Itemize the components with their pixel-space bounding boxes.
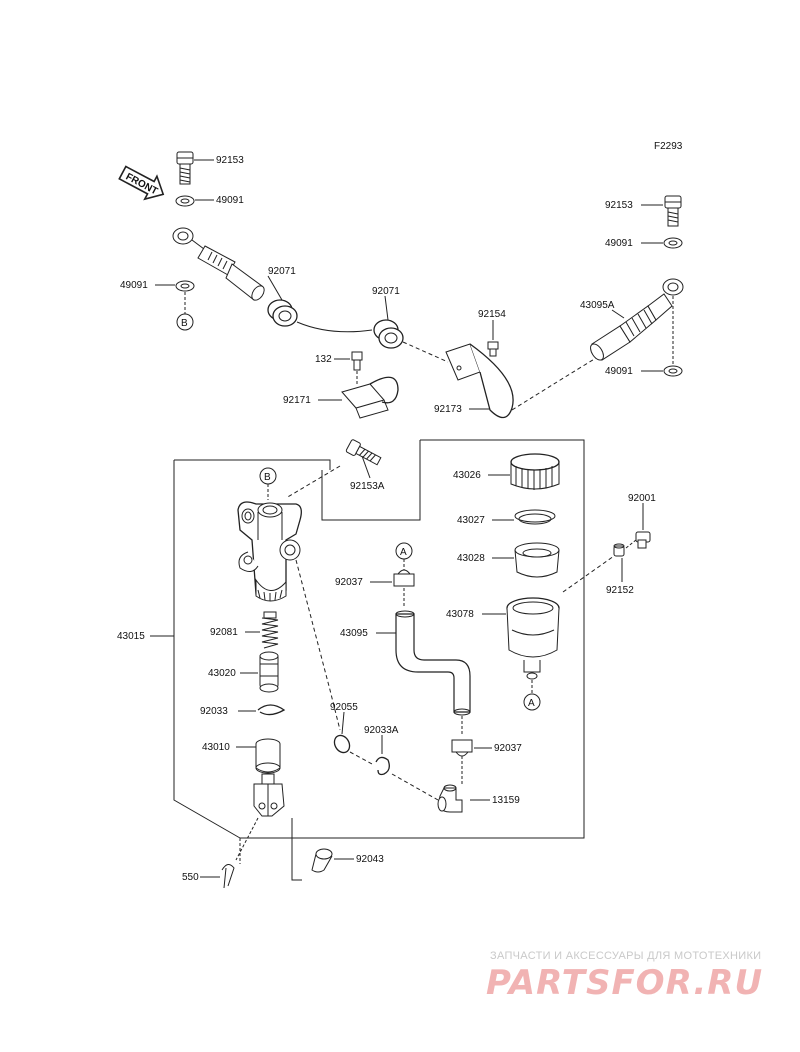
ref-b-label-bottom: B bbox=[264, 472, 271, 483]
label-92037-bottom: 92037 bbox=[494, 743, 522, 754]
elbow-13159 bbox=[437, 784, 463, 813]
watermark-tagline: ЗАПЧАСТИ И АКСЕССУАРЫ ДЛЯ МОТОТЕХНИКИ bbox=[490, 950, 762, 962]
circlip-92033A bbox=[375, 756, 390, 776]
banjo-bolt-right bbox=[664, 195, 682, 227]
label-92033A: 92033A bbox=[364, 725, 399, 736]
diaphragm-43028 bbox=[514, 542, 560, 578]
label-92055: 92055 bbox=[330, 702, 358, 713]
label-43095: 43095 bbox=[340, 628, 368, 639]
ref-b-marker-top bbox=[176, 313, 194, 331]
pin-92043 bbox=[311, 848, 333, 873]
label-92001: 92001 bbox=[628, 493, 656, 504]
master-cylinder-body bbox=[237, 501, 302, 602]
bolt-92153A bbox=[345, 439, 382, 466]
ref-a-label-right: A bbox=[528, 698, 535, 709]
bolt-92001 bbox=[635, 531, 651, 549]
ref-a-marker-right bbox=[523, 693, 541, 711]
label-92081: 92081 bbox=[210, 627, 238, 638]
label-43078: 43078 bbox=[446, 609, 474, 620]
piston-43020 bbox=[259, 651, 279, 693]
label-92153-top: 92153 bbox=[216, 155, 244, 166]
label-49091-right2: 49091 bbox=[605, 366, 633, 377]
label-49091-left: 49091 bbox=[120, 280, 148, 291]
label-132: 132 bbox=[315, 354, 332, 365]
hose-clip-92037-bottom bbox=[451, 739, 473, 757]
label-43027: 43027 bbox=[457, 515, 485, 526]
ref-a-label-left: A bbox=[400, 547, 407, 558]
label-92071-left: 92071 bbox=[268, 266, 296, 277]
washer-49091-top bbox=[175, 195, 195, 207]
washer-49091-left bbox=[175, 280, 195, 292]
bolt-132 bbox=[351, 351, 363, 371]
grommet-92071-mid bbox=[373, 319, 404, 349]
cotter-pin-550 bbox=[221, 864, 235, 889]
hose-clip-92037-top bbox=[393, 569, 415, 587]
label-92171: 92171 bbox=[283, 395, 311, 406]
label-92154: 92154 bbox=[478, 309, 506, 320]
label-43026: 43026 bbox=[453, 470, 481, 481]
label-43020: 43020 bbox=[208, 668, 236, 679]
banjo-bolt-left bbox=[176, 151, 194, 185]
collar-92152 bbox=[613, 543, 625, 557]
spring-92081 bbox=[261, 611, 279, 649]
front-arrow-icon: FRONT bbox=[118, 165, 165, 201]
circlip-92033 bbox=[257, 704, 286, 716]
label-43015: 43015 bbox=[117, 631, 145, 642]
label-49091-right1: 49091 bbox=[605, 238, 633, 249]
label-92173: 92173 bbox=[434, 404, 462, 415]
bracket-92171 bbox=[341, 376, 399, 419]
label-49091-top: 49091 bbox=[216, 195, 244, 206]
clamp-92173 bbox=[445, 343, 514, 419]
label-92071-mid: 92071 bbox=[372, 286, 400, 297]
plate-43027 bbox=[514, 509, 556, 525]
watermark-logo: PARTSFOR.RU bbox=[486, 963, 764, 1003]
hose-43095 bbox=[395, 610, 471, 716]
hose-left-fitting bbox=[172, 227, 265, 301]
bolt-92154 bbox=[487, 341, 499, 357]
reservoir-43078 bbox=[506, 597, 560, 680]
reservoir-cap-43026 bbox=[510, 453, 560, 490]
oring-92055 bbox=[333, 734, 351, 754]
pushrod-clevis bbox=[253, 773, 285, 817]
label-92033: 92033 bbox=[200, 706, 228, 717]
grommet-92071-left bbox=[267, 299, 298, 327]
figure-id: F2293 bbox=[654, 141, 683, 152]
label-43028: 43028 bbox=[457, 553, 485, 564]
washer-49091-right1 bbox=[663, 237, 683, 249]
label-92153A: 92153A bbox=[350, 481, 385, 492]
label-92152: 92152 bbox=[606, 585, 634, 596]
washer-49091-right2 bbox=[663, 365, 683, 377]
label-43010: 43010 bbox=[202, 742, 230, 753]
hose-43095A bbox=[590, 278, 684, 361]
boot-43010 bbox=[255, 738, 281, 774]
label-92043: 92043 bbox=[356, 854, 384, 865]
label-92037-top: 92037 bbox=[335, 577, 363, 588]
label-92153-right: 92153 bbox=[605, 200, 633, 211]
label-43095A: 43095A bbox=[580, 300, 615, 311]
ref-b-label-top: B bbox=[181, 318, 188, 329]
label-13159: 13159 bbox=[492, 795, 520, 806]
label-550: 550 bbox=[182, 872, 199, 883]
